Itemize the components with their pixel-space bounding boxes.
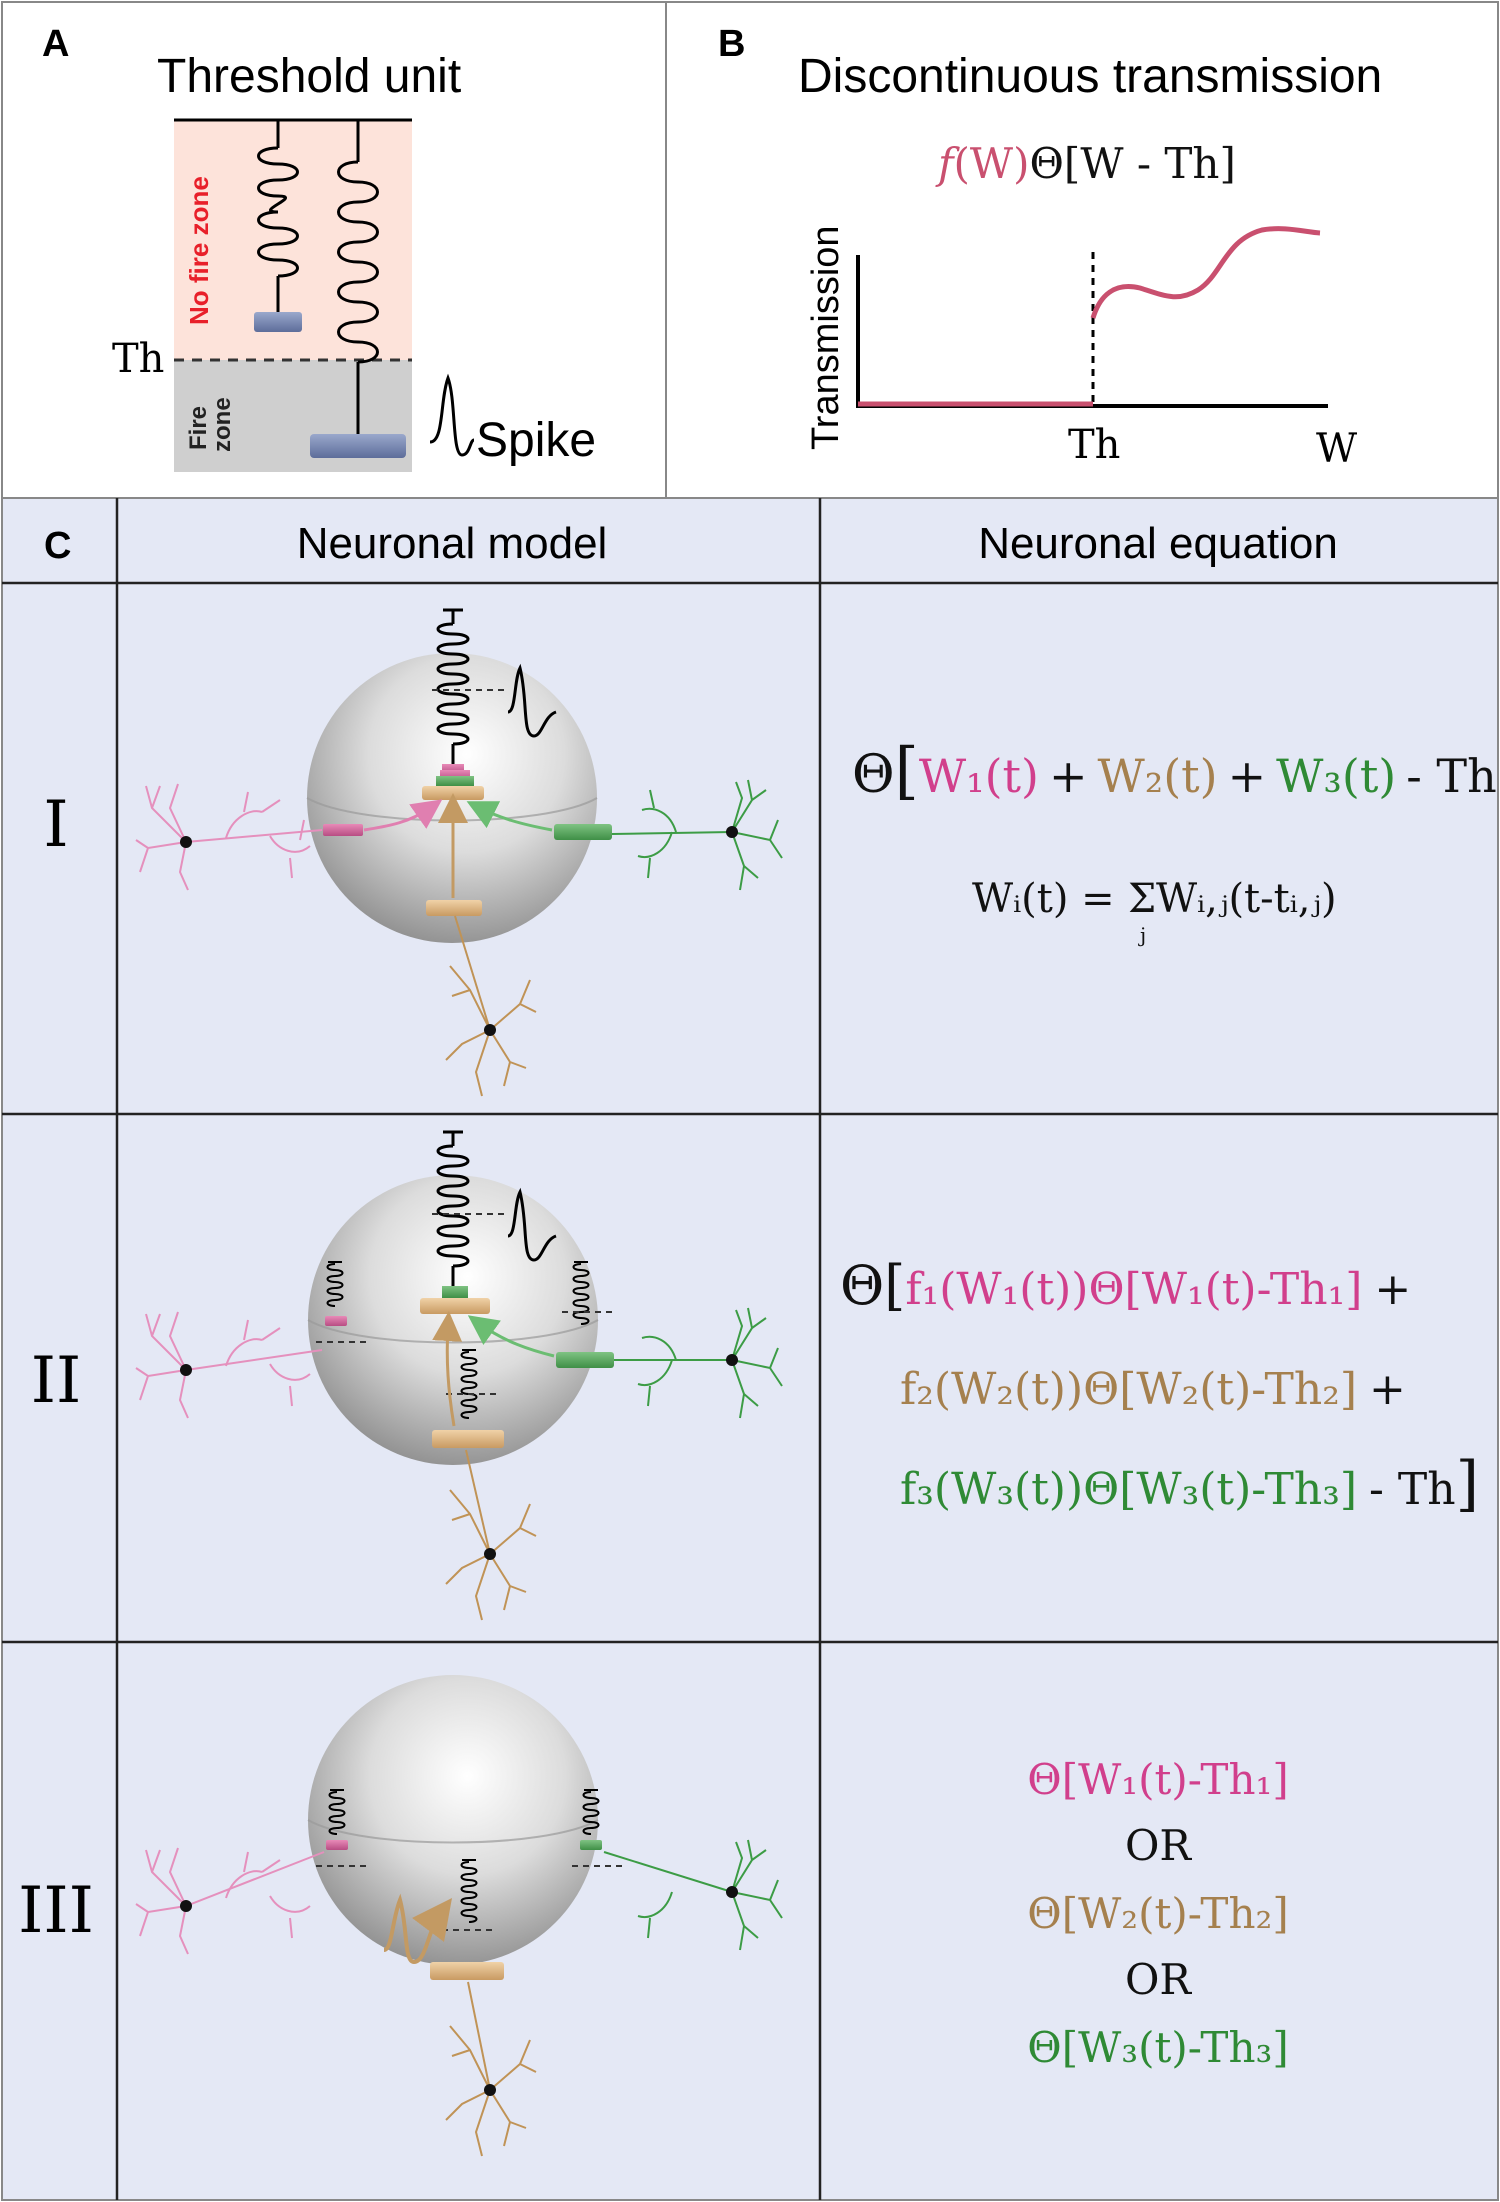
- eq2-plus2: +: [1369, 1364, 1406, 1415]
- panel-b-formula: f(W)Θ[W - Th]: [935, 139, 1236, 188]
- spike-icon: [507, 1187, 557, 1262]
- panel-a-title: Threshold unit: [157, 50, 461, 103]
- eq3-or2: OR: [1125, 1955, 1192, 2004]
- formula-rest: Θ[W - Th]: [1030, 139, 1236, 188]
- x-tick-th: Th: [1068, 422, 1120, 468]
- eq1-sum-lhs: Wᵢ(t) =: [972, 876, 1115, 922]
- x-tick-w: W: [1316, 426, 1357, 472]
- eq3-or1: OR: [1125, 1821, 1192, 1870]
- green-input-neuron: [614, 1307, 783, 1419]
- eq1-tail: - Th: [1406, 749, 1496, 803]
- eq1-main: Θ[W₁(t)+W₂(t)+W₃(t)- Th]: [852, 734, 1500, 807]
- eq2-theta: Θ[: [840, 1254, 905, 1317]
- eq1-open: [: [895, 734, 919, 807]
- eq1-sum-sigma: Σ: [1128, 876, 1156, 922]
- eq1-close: ]: [1497, 734, 1500, 807]
- tan-input-neuron: [445, 915, 537, 1097]
- panel-b-letter: B: [718, 23, 745, 65]
- row-numeral-3: III: [18, 1874, 94, 1948]
- panel-b: B Discontinuous transmission f(W)Θ[W - T…: [665, 1, 1499, 499]
- eq1-w1: W₁(t): [919, 749, 1039, 803]
- panel-a-letter: A: [42, 23, 69, 65]
- fire-zone-label-2: zone: [209, 397, 236, 452]
- long-spring-weight: [310, 434, 406, 458]
- eq3-term1: Θ[W₁(t)-Th₁]: [1027, 1755, 1288, 1804]
- formula-w: (W): [954, 139, 1030, 188]
- equation-row-1: Θ[W₁(t)+W₂(t)+W₃(t)- Th] Wᵢ(t) = Σ j Wᵢ,…: [852, 734, 1500, 947]
- col-header-equation: Neuronal equation: [978, 519, 1338, 568]
- tan-input-neuron: [445, 1981, 537, 2157]
- tan-input-neuron: [445, 1449, 537, 1621]
- model-row-2: [135, 1130, 783, 1621]
- col-header-model: Neuronal model: [297, 519, 608, 568]
- eq2-line3: f₃(W₃(t))Θ[W₃(t)-Th₃]- Th]: [900, 1449, 1479, 1519]
- eq2-close: ]: [1456, 1449, 1479, 1519]
- eq1-theta: Θ: [852, 745, 895, 805]
- eq3-term2: Θ[W₂(t)-Th₂]: [1027, 1889, 1288, 1938]
- eq1-sum-sub: j: [1138, 923, 1146, 947]
- spike-label: Spike: [476, 414, 596, 467]
- eq1-w2: W₂(t): [1098, 749, 1218, 803]
- short-spring: [254, 120, 302, 332]
- eq2-tail: - Th: [1369, 1464, 1456, 1515]
- transmission-curve: [1090, 226, 1321, 319]
- panel-c-background: [1, 497, 1499, 2201]
- eq3-term3: Θ[W₃(t)-Th₃]: [1027, 2023, 1288, 2072]
- long-spring: [310, 120, 406, 458]
- eq1-w3: W₃(t): [1276, 749, 1396, 803]
- model-row-1: [135, 608, 783, 1097]
- eq1-sum-rhs: Wᵢ,ⱼ(t-tᵢ,ⱼ): [1156, 876, 1337, 922]
- eq1-plus2: +: [1228, 749, 1267, 803]
- panel-b-title: Discontinuous transmission: [798, 50, 1382, 103]
- equation-row-3: Θ[W₁(t)-Th₁] OR Θ[W₂(t)-Th₂] OR Θ[W₃(t)-…: [1027, 1755, 1288, 2072]
- spike-icon: [383, 1893, 452, 1965]
- short-spring-weight: [254, 312, 302, 332]
- eq1-plus1: +: [1049, 749, 1088, 803]
- green-input-neuron: [611, 779, 783, 891]
- fire-zone-label-1: Fire: [185, 406, 212, 450]
- panel-c-letter: C: [44, 525, 71, 567]
- eq2-term1: f₁(W₁(t))Θ[W₁(t)-Th₁]: [905, 1264, 1362, 1315]
- pink-input-neuron: [135, 783, 323, 891]
- green-input-neuron: [603, 1839, 783, 1951]
- eq2-term3: f₃(W₃(t))Θ[W₃(t)-Th₃]: [900, 1464, 1357, 1515]
- panel-a: A Threshold unit No fire zone Fire zone …: [1, 1, 667, 499]
- pink-input-neuron: [135, 1847, 325, 1955]
- y-axis-label: Transmission: [805, 225, 847, 450]
- eq2-term2: f₂(W₂(t))Θ[W₂(t)-Th₂]: [900, 1364, 1357, 1415]
- panel-c: C Neuronal model Neuronal equation I II …: [1, 497, 1500, 2201]
- no-fire-zone-label: No fire zone: [184, 176, 214, 325]
- panel-b-frame: [665, 1, 1499, 499]
- pink-input-neuron: [135, 1311, 323, 1419]
- eq2-line1: Θ[f₁(W₁(t))Θ[W₁(t)-Th₁]+: [840, 1254, 1411, 1317]
- neuron-sphere: [308, 1675, 598, 1965]
- row-numeral-1: I: [43, 788, 68, 862]
- threshold-label: Th: [112, 336, 164, 382]
- eq2-plus1: +: [1374, 1264, 1411, 1315]
- eq2-line2: f₂(W₂(t))Θ[W₂(t)-Th₂]+: [900, 1364, 1406, 1415]
- spike-icon: [507, 663, 557, 738]
- equation-row-2: Θ[f₁(W₁(t))Θ[W₁(t)-Th₁]+ f₂(W₂(t))Θ[W₂(t…: [840, 1254, 1479, 1519]
- model-row-3: [135, 1675, 783, 2157]
- spike-icon: [429, 373, 475, 457]
- row-numeral-2: II: [31, 1344, 82, 1418]
